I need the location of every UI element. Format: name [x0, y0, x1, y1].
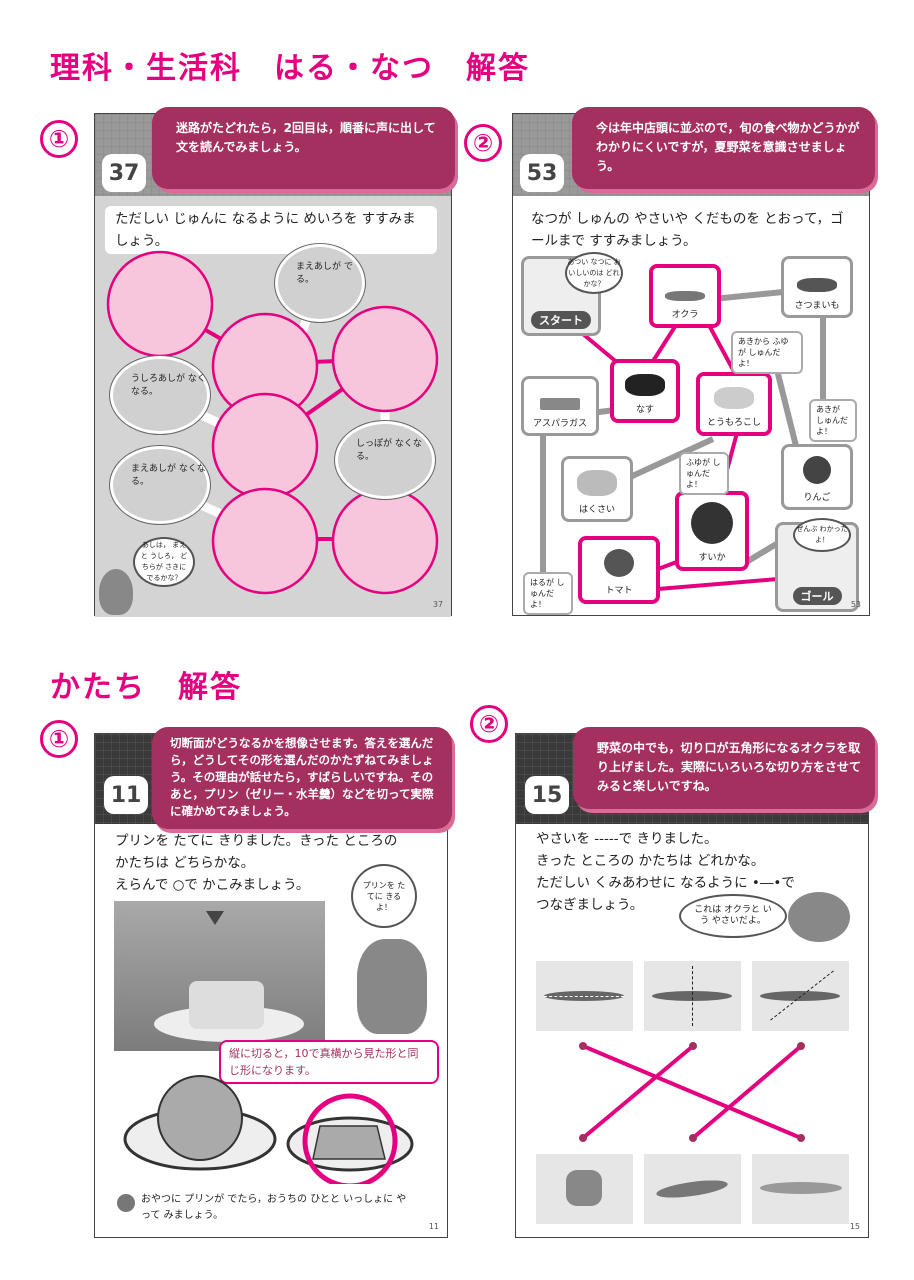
item-corn: とうもろこし	[696, 372, 772, 436]
goal-speech-bubble: ぜんぶ わかったよ！	[793, 518, 851, 552]
okra-cut-vertical-photo	[644, 961, 741, 1031]
bubble-tail-gone: しっぽが なくなる。	[334, 420, 436, 500]
okra-cut-crosswise-photo	[536, 961, 633, 1031]
page-number: 53	[850, 600, 861, 609]
rabbit-speech-bubble: プリンを たてに きるよ！	[351, 864, 417, 928]
lengthwise-cross-section-photo	[752, 1154, 849, 1224]
rabbit-character	[357, 939, 427, 1034]
answer-lines	[579, 1042, 805, 1142]
instruction: プリンを たてに きりました。きった ところの かたちは どちらかな。 えらんで…	[115, 833, 398, 893]
note-spring: はるが しゅんだよ！	[523, 572, 573, 615]
page-badge: 15	[525, 776, 569, 814]
page-15: 15 やさいを -----で きりました。 きった ところの かたちは どれかな…	[515, 733, 869, 1238]
page-badge: 37	[102, 154, 146, 192]
dot-bottom-2	[689, 1134, 697, 1142]
footer-tip: おやつに プリンが でたら，おうちの ひとと いっしょに やって みましょう。	[141, 1194, 407, 1221]
start-speech-bubble: あつい なつに おいしいのは どれかな？	[565, 252, 623, 294]
item-nasu: なす	[610, 359, 680, 423]
diagonal-cross-section-photo	[644, 1154, 741, 1224]
item-ringo: りんご	[781, 444, 853, 510]
goal-label: ゴール	[792, 587, 842, 605]
mouse-speech-bubble: これは オクラと いう やさいだよ。	[679, 894, 787, 938]
item-tomato: トマト	[578, 536, 660, 604]
teacher-callout: 野菜の中でも，切り口が五角形になるオクラを取り上げました。実際にいろいろな切り方…	[573, 727, 875, 809]
instruction: やさいを -----で きりました。 きった ところの かたちは どれかな。 た…	[536, 831, 795, 913]
dot-bottom-1	[579, 1134, 587, 1142]
question-number-2: ②	[470, 705, 508, 743]
start-box: スタート	[521, 256, 601, 336]
instruction: ただしい じゅんに なるように めいろを すすみましょう。	[105, 206, 437, 254]
page-badge: 11	[104, 776, 148, 814]
section-title-shapes: かたち 解答	[50, 670, 242, 705]
rabbit-character	[99, 569, 133, 615]
answer-choices	[123, 1075, 414, 1184]
item-hakusai: はくさい	[561, 456, 633, 522]
instruction: なつが しゅんの やさいや くだものを とおって，ゴールまで すすみましょう。	[531, 211, 844, 249]
question-number-2: ②	[464, 124, 502, 162]
section-title-spring-summer: 理科・生活科 はる・なつ 解答	[50, 51, 530, 86]
note-winter: ふゆが しゅんだよ！	[679, 452, 729, 495]
lily-pads	[106, 250, 439, 595]
item-suika: すいか	[675, 491, 749, 571]
answer-line-2	[581, 1044, 695, 1140]
dot-top-2	[689, 1042, 697, 1050]
teacher-callout: 迷路がたどれたら，2回目は，順番に声に出して文を読んでみましょう。	[152, 107, 455, 189]
pentagon-cross-section-photo	[536, 1154, 633, 1224]
page-badge: 53	[520, 154, 564, 192]
trapezoid-shape-choice	[312, 1125, 386, 1160]
dot-bottom-3	[797, 1134, 805, 1142]
teacher-callout: 今は年中店頭に並ぶので，旬の食べ物かどうかがわかりにくいですが，夏野菜を意識させ…	[572, 107, 875, 189]
answer-line-1	[582, 1044, 802, 1140]
okra-cut-diagonal-photo	[752, 961, 849, 1031]
note-autumn: あきが しゅんだよ！	[809, 399, 857, 442]
answer-line-3	[691, 1044, 803, 1140]
note-autumn-winter: あきから ふゆが しゅんだよ！	[731, 331, 803, 374]
item-satsumaimo: さつまいも	[781, 256, 853, 318]
bubble-front-legs-appear: まえあしが でる。	[274, 243, 366, 323]
start-label: スタート	[531, 311, 591, 329]
pudding-cutting-photo	[114, 901, 325, 1051]
mouse-character	[788, 892, 850, 942]
arrow-down-icon	[206, 911, 224, 925]
page-number: 37	[432, 600, 443, 609]
circle-shape-choice	[157, 1075, 243, 1161]
dot-top-3	[797, 1042, 805, 1050]
question-number-1: ①	[40, 120, 78, 158]
bubble-front-legs-gone: まえあしが なくなる。	[109, 445, 211, 525]
page-number: 15	[849, 1222, 860, 1231]
answer-circle-mark	[302, 1093, 398, 1184]
maze-paths	[106, 250, 439, 595]
bubble-hind-legs: うしろあしが なくなる。	[109, 355, 211, 435]
item-asparagus: アスパラガス	[521, 376, 599, 436]
page-number: 11	[428, 1222, 439, 1231]
question-number-1: ①	[40, 720, 78, 758]
teacher-callout: 切断面がどうなるかを想像させます。答えを選んだら，どうしてその形を選んだのかたず…	[152, 727, 452, 829]
pudding	[189, 981, 264, 1029]
rabbit-speech-bubble: あしは， まえと うしろ， どちらが さきに でるかな？	[133, 537, 195, 587]
item-okra: オクラ	[649, 264, 721, 328]
hand-icon	[117, 1194, 135, 1212]
dot-top-1	[579, 1042, 587, 1050]
answer-note: 縦に切ると，10で真横から見た形と同じ形になります。	[219, 1040, 439, 1084]
